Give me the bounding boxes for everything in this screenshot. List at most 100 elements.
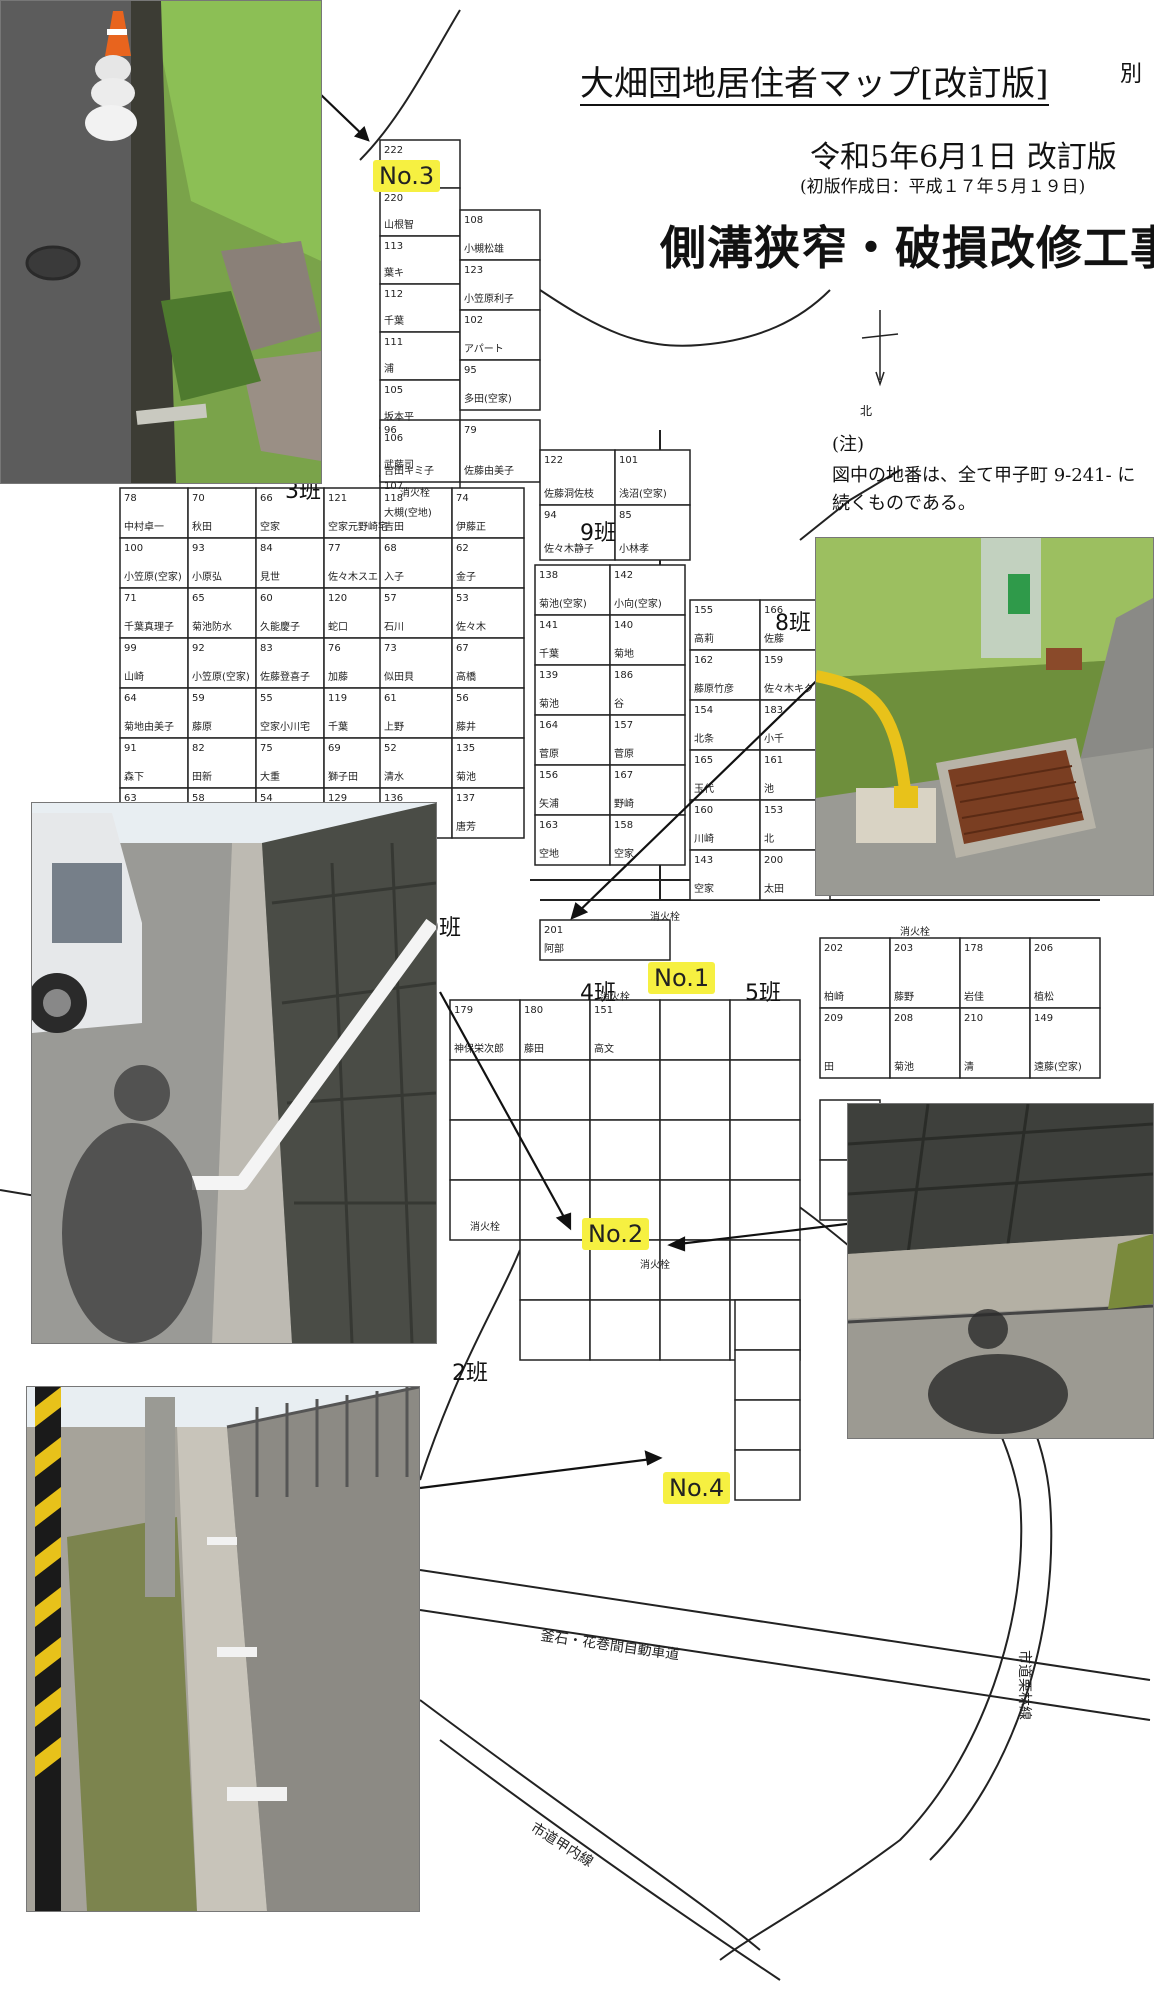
lot-resident: 遠藤(空家) — [1034, 1060, 1082, 1073]
lot-number: 209 — [824, 1013, 843, 1024]
lot-number: 202 — [824, 943, 843, 954]
lot-number: 60 — [260, 593, 273, 604]
lot-cell — [255, 537, 325, 589]
site-photo-no2-wide — [31, 802, 437, 1344]
lot-number: 208 — [894, 1013, 913, 1024]
lot-number: 129 — [328, 793, 347, 804]
lot-number: 186 — [614, 670, 633, 681]
lot-number: 156 — [539, 770, 558, 781]
lot-number: 113 — [384, 241, 403, 252]
lot-resident: 藤井 — [456, 720, 476, 733]
lot-number: 70 — [192, 493, 205, 504]
lot-resident: 川崎 — [694, 832, 714, 845]
lot-cell — [187, 537, 257, 589]
lot-resident: 北条 — [694, 732, 714, 745]
lot-resident: 高莉 — [694, 632, 714, 645]
work-point-no4: No.4 — [663, 1472, 731, 1504]
lot-number: 118 — [384, 493, 403, 504]
lot-resident: 小原弘 — [192, 571, 222, 583]
lot-resident: 吉田 — [384, 521, 404, 533]
lot-labels: 222和田220山根智113葉キ112千葉111浦105坂本平106武藤司107… — [124, 145, 1082, 1073]
note-label: (注) — [832, 434, 865, 455]
lot-resident: 佐々木 — [456, 621, 486, 633]
lot-number: 56 — [456, 693, 469, 704]
lot-number: 141 — [539, 620, 558, 631]
lot-number: 160 — [694, 805, 713, 816]
lot-cell — [451, 587, 525, 639]
lot-resident: 田新 — [192, 770, 212, 783]
lot-number: 108 — [464, 215, 483, 226]
lot-cell — [729, 999, 801, 1061]
lot-cell — [734, 1449, 801, 1501]
lot-resident: 大重 — [260, 770, 280, 783]
lot-cell — [539, 919, 671, 961]
lot-number: 119 — [328, 693, 347, 704]
lot-number: 93 — [192, 543, 205, 554]
lot-number: 166 — [764, 605, 783, 616]
lot-resident: 佐々木キク — [764, 683, 814, 695]
lot-resident: 空地 — [539, 847, 559, 860]
lot-number: 121 — [328, 493, 347, 504]
lot-cell — [534, 814, 611, 866]
road-label-kuribayashi: 市道栗林線 — [1016, 1650, 1033, 1720]
lot-resident: 獅子田 — [328, 770, 358, 783]
site-photo-no4 — [26, 1386, 420, 1912]
lot-resident: 清 — [964, 1060, 974, 1073]
lot-resident: 多田(空家) — [464, 392, 512, 405]
lot-number: 61 — [384, 693, 397, 704]
lot-cell — [609, 664, 686, 716]
lot-number: 162 — [694, 655, 713, 666]
lot-resident: 太田 — [764, 882, 784, 895]
lot-resident: 大槻(空地) — [384, 506, 432, 519]
lot-number: 222 — [384, 145, 403, 156]
lot-cell — [379, 419, 461, 483]
district-label-8: 8班 — [775, 611, 811, 636]
lot-cell — [379, 537, 453, 589]
lot-number: 96 — [384, 425, 397, 436]
lot-number: 167 — [614, 770, 633, 781]
lot-number: 73 — [384, 643, 397, 654]
lot-cell — [819, 1007, 891, 1079]
lot-resident: 菊地 — [614, 647, 634, 660]
lot-resident: 柏崎 — [824, 990, 844, 1003]
lot-number: 58 — [192, 793, 205, 804]
lot-number: 159 — [764, 655, 783, 666]
lot-number: 107 — [384, 481, 403, 492]
lot-cell — [119, 587, 189, 639]
lot-resident: 小向(空家) — [614, 597, 662, 610]
lot-number: 157 — [614, 720, 633, 731]
lot-cell — [539, 449, 616, 506]
lot-number: 85 — [619, 510, 632, 521]
lot-number: 106 — [384, 433, 403, 444]
lot-resident: 加藤 — [328, 671, 348, 683]
lot-number: 112 — [384, 289, 403, 300]
lot-cell — [689, 799, 761, 851]
lot-number: 55 — [260, 693, 273, 704]
lot-cell — [729, 1119, 801, 1181]
lot-cell — [255, 487, 325, 539]
lot-cell — [689, 649, 761, 701]
lot-cell — [519, 1119, 591, 1181]
lot-resident: 岩佳 — [964, 990, 984, 1003]
site-photo-no3 — [0, 0, 322, 484]
lot-resident: 藤原竹彦 — [694, 682, 734, 695]
lot-resident: 浦 — [384, 362, 394, 375]
lot-number: 142 — [614, 570, 633, 581]
lot-number: 179 — [454, 1005, 473, 1016]
lot-resident: 北 — [764, 833, 774, 845]
lot-resident: 菊池 — [894, 1060, 914, 1073]
lot-cell — [459, 359, 541, 411]
lot-resident: 千葉真理子 — [124, 620, 174, 633]
lot-number: 101 — [619, 455, 638, 466]
lot-resident: 空家小川宅 — [260, 720, 310, 733]
hydrant-label: 消火栓 — [400, 486, 430, 499]
lot-number: 94 — [544, 510, 557, 521]
lot-resident: 小笠原(空家) — [192, 670, 250, 683]
lot-resident: 谷 — [614, 698, 624, 710]
lot-resident: 小千 — [764, 733, 784, 745]
lot-cell — [451, 737, 525, 789]
lot-cell — [451, 687, 525, 739]
lot-number: 123 — [464, 265, 483, 276]
lot-resident: 池 — [764, 782, 774, 795]
lot-cell — [589, 1059, 661, 1121]
